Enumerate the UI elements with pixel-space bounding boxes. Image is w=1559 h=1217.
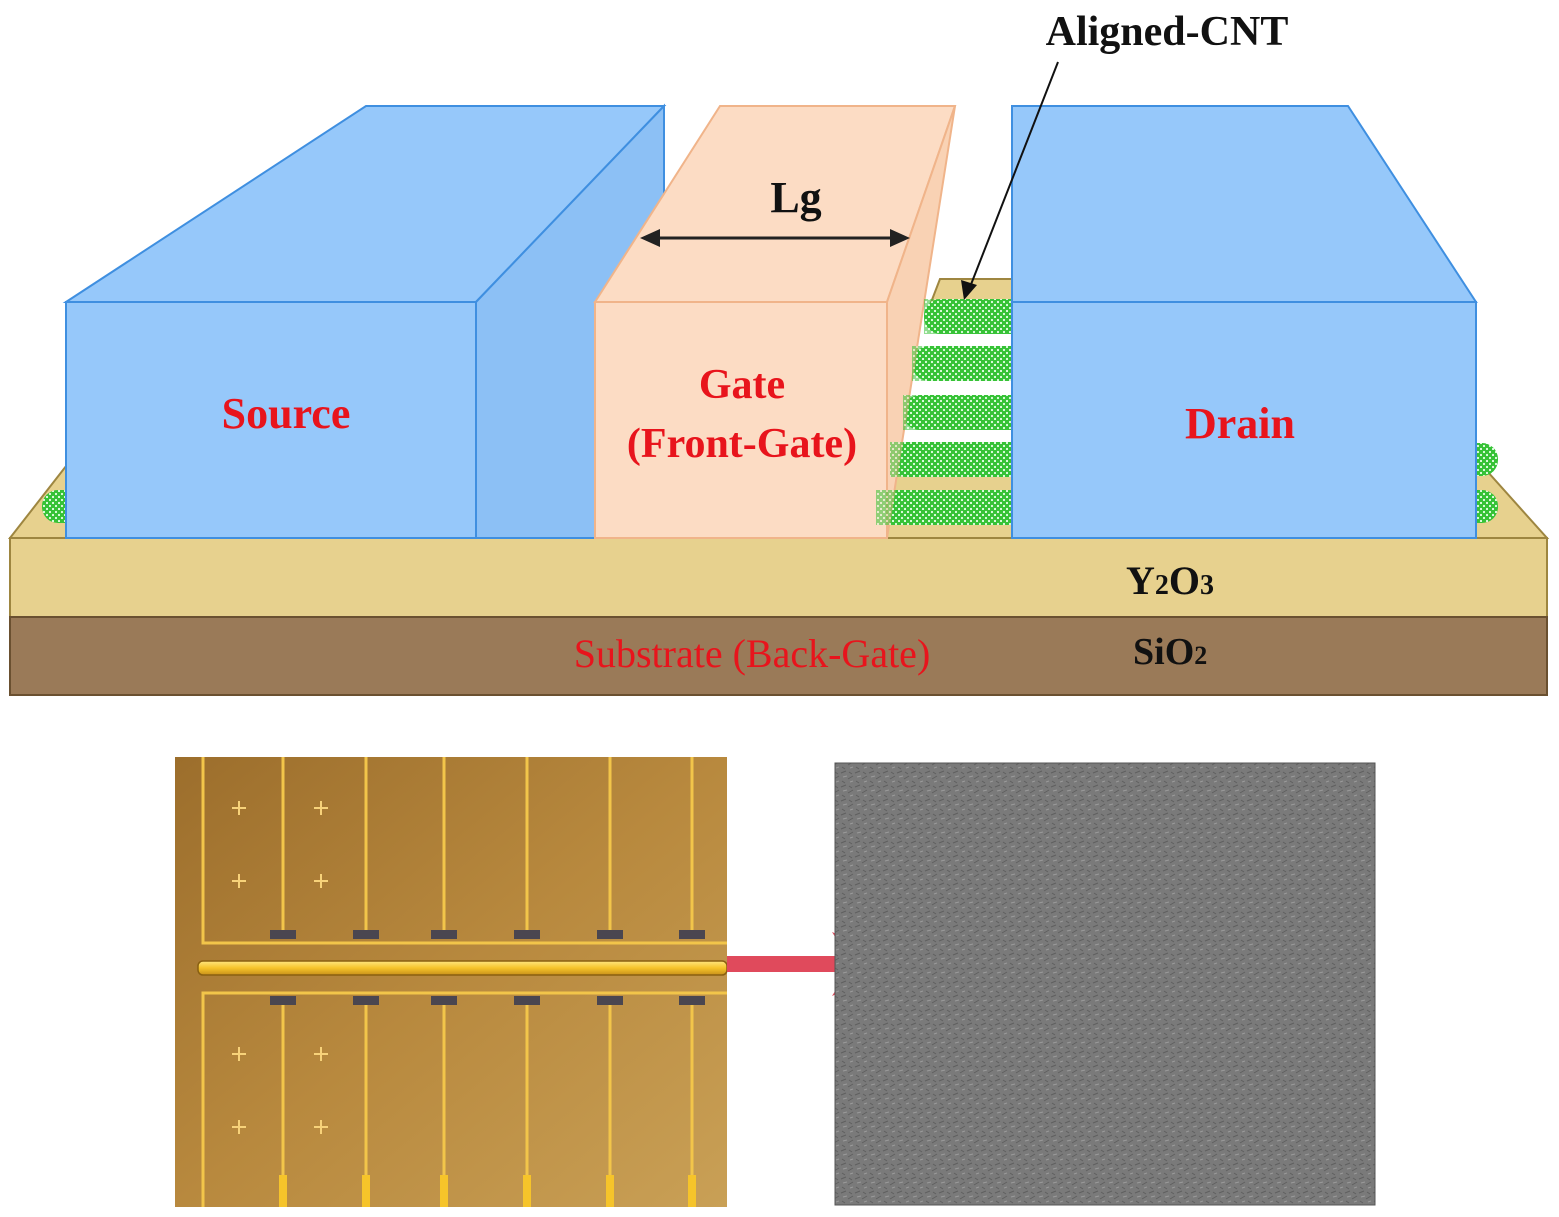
substrate-label: Substrate (Back-Gate) bbox=[574, 631, 931, 676]
drain-label: Drain bbox=[1185, 399, 1295, 448]
chip-pad bbox=[353, 996, 379, 1005]
drain-electrode bbox=[1011, 105, 1478, 539]
chip-lead bbox=[523, 1175, 531, 1207]
lg-dimension-arrow bbox=[640, 229, 910, 247]
chip-pad bbox=[679, 996, 705, 1005]
chip-pad bbox=[597, 930, 623, 939]
chip-pad bbox=[431, 930, 457, 939]
chip-pad bbox=[353, 930, 379, 939]
chip-lead bbox=[440, 1175, 448, 1207]
chip-pad bbox=[431, 996, 457, 1005]
chip-trace bbox=[201, 991, 727, 1207]
chip-lead bbox=[688, 1175, 696, 1207]
chip-pad bbox=[514, 930, 540, 939]
alignment-mark bbox=[232, 874, 246, 888]
chip-pad bbox=[270, 930, 296, 939]
aligned-cnt-label: Aligned-CNT bbox=[1046, 9, 1289, 55]
sio2-label: SiO2 bbox=[1133, 631, 1207, 673]
aligned-cnt-pointer-arrow bbox=[961, 61, 1059, 300]
device-array-micrograph bbox=[175, 757, 728, 1207]
alignment-mark bbox=[314, 874, 328, 888]
alignment-mark bbox=[314, 1047, 328, 1061]
cnt-film-sem-image bbox=[834, 762, 1376, 1206]
alignment-mark bbox=[232, 1047, 246, 1061]
alignment-mark bbox=[232, 1120, 246, 1134]
gate-label: Gate bbox=[699, 362, 785, 408]
y2o3-label: Y2O3 bbox=[1126, 558, 1214, 603]
chip-pad bbox=[514, 996, 540, 1005]
y2o3-layer bbox=[9, 537, 1548, 618]
source-label: Source bbox=[222, 389, 351, 438]
sio2-substrate-layer bbox=[9, 616, 1548, 696]
lg-label: Lg bbox=[770, 173, 821, 222]
chip-lead bbox=[279, 1175, 287, 1207]
chip-lead bbox=[362, 1175, 370, 1207]
alignment-mark bbox=[232, 801, 246, 815]
chip-pad bbox=[270, 996, 296, 1005]
cnt-tubes-over-gate-edge bbox=[876, 299, 1012, 525]
chip-pad bbox=[597, 996, 623, 1005]
front-gate-label: (Front-Gate) bbox=[627, 421, 857, 467]
chip-pad bbox=[679, 930, 705, 939]
chip-trace bbox=[201, 757, 727, 945]
chip-lead bbox=[606, 1175, 614, 1207]
source-electrode bbox=[62, 103, 667, 539]
alignment-mark bbox=[314, 801, 328, 815]
alignment-mark bbox=[314, 1120, 328, 1134]
